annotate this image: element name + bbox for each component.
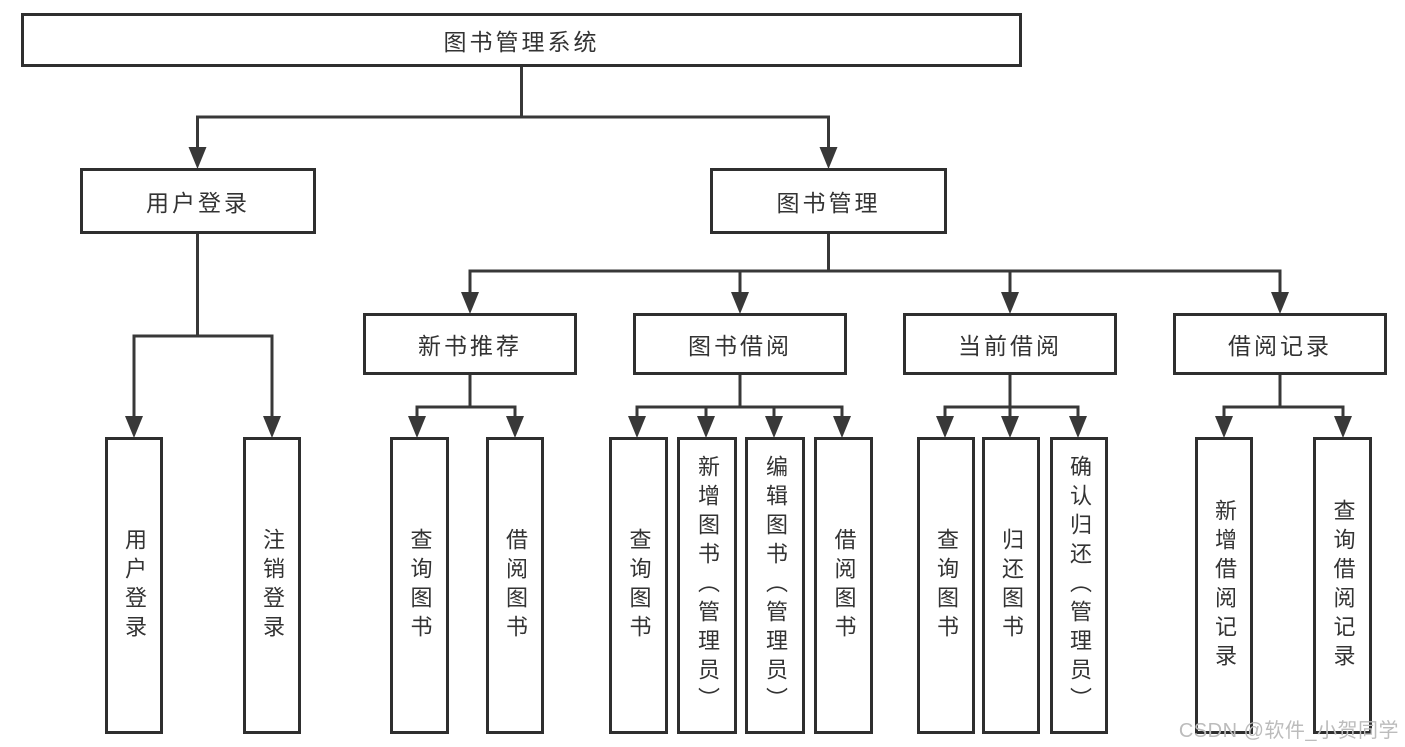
leaf-borrowing-query-books: 查询图书 [609,437,668,734]
leaf-current-query-books: 查询图书 [917,437,975,734]
node-new-book-recommendation: 新书推荐 [363,313,577,375]
leaf-borrowing-add-books-admin: 新增图书（管理员） [677,437,737,734]
leaf-borrowing-borrow-books: 借阅图书 [814,437,873,734]
leaf-recommend-borrow-books: 借阅图书 [486,437,544,734]
arrow-down-icon [1001,416,1019,438]
arrow-down-icon [628,416,646,438]
node-book-management: 图书管理 [710,168,947,234]
leaf-current-return-books: 归还图书 [982,437,1040,734]
arrow-down-icon [833,416,851,438]
arrow-down-icon [1334,416,1352,438]
node-borrowing-records: 借阅记录 [1173,313,1387,375]
arrow-down-icon [125,416,143,438]
connector-path [132,67,1345,420]
leaf-records-add-borrow-record: 新增借阅记录 [1195,437,1253,734]
arrow-down-icon [1271,292,1289,314]
node-user-login: 用户登录 [80,168,316,234]
arrow-down-icon [819,147,838,169]
arrow-down-icon [936,416,954,438]
arrowheads [125,147,1352,438]
arrow-down-icon [188,147,207,169]
arrow-down-icon [1069,416,1087,438]
leaf-current-confirm-return-admin: 确认归还（管理员） [1050,437,1108,734]
node-root: 图书管理系统 [21,13,1022,67]
watermark: CSDN @软件_小贺同学 [1178,720,1399,742]
arrow-down-icon [461,292,479,314]
arrow-down-icon [697,416,715,438]
leaf-user-login: 用户登录 [105,437,163,734]
leaf-records-query-borrow-record: 查询借阅记录 [1313,437,1372,734]
leaf-borrowing-edit-books-admin: 编辑图书（管理员） [745,437,805,734]
node-book-borrowing: 图书借阅 [633,313,847,375]
arrow-down-icon [408,416,426,438]
arrow-down-icon [506,416,524,438]
node-current-borrowing: 当前借阅 [903,313,1117,375]
leaf-recommend-query-books: 查询图书 [390,437,449,734]
arrow-down-icon [1215,416,1233,438]
leaf-logout: 注销登录 [243,437,301,734]
arrow-down-icon [1001,292,1019,314]
arrow-down-icon [263,416,281,438]
arrow-down-icon [731,292,749,314]
arrow-down-icon [765,416,783,438]
